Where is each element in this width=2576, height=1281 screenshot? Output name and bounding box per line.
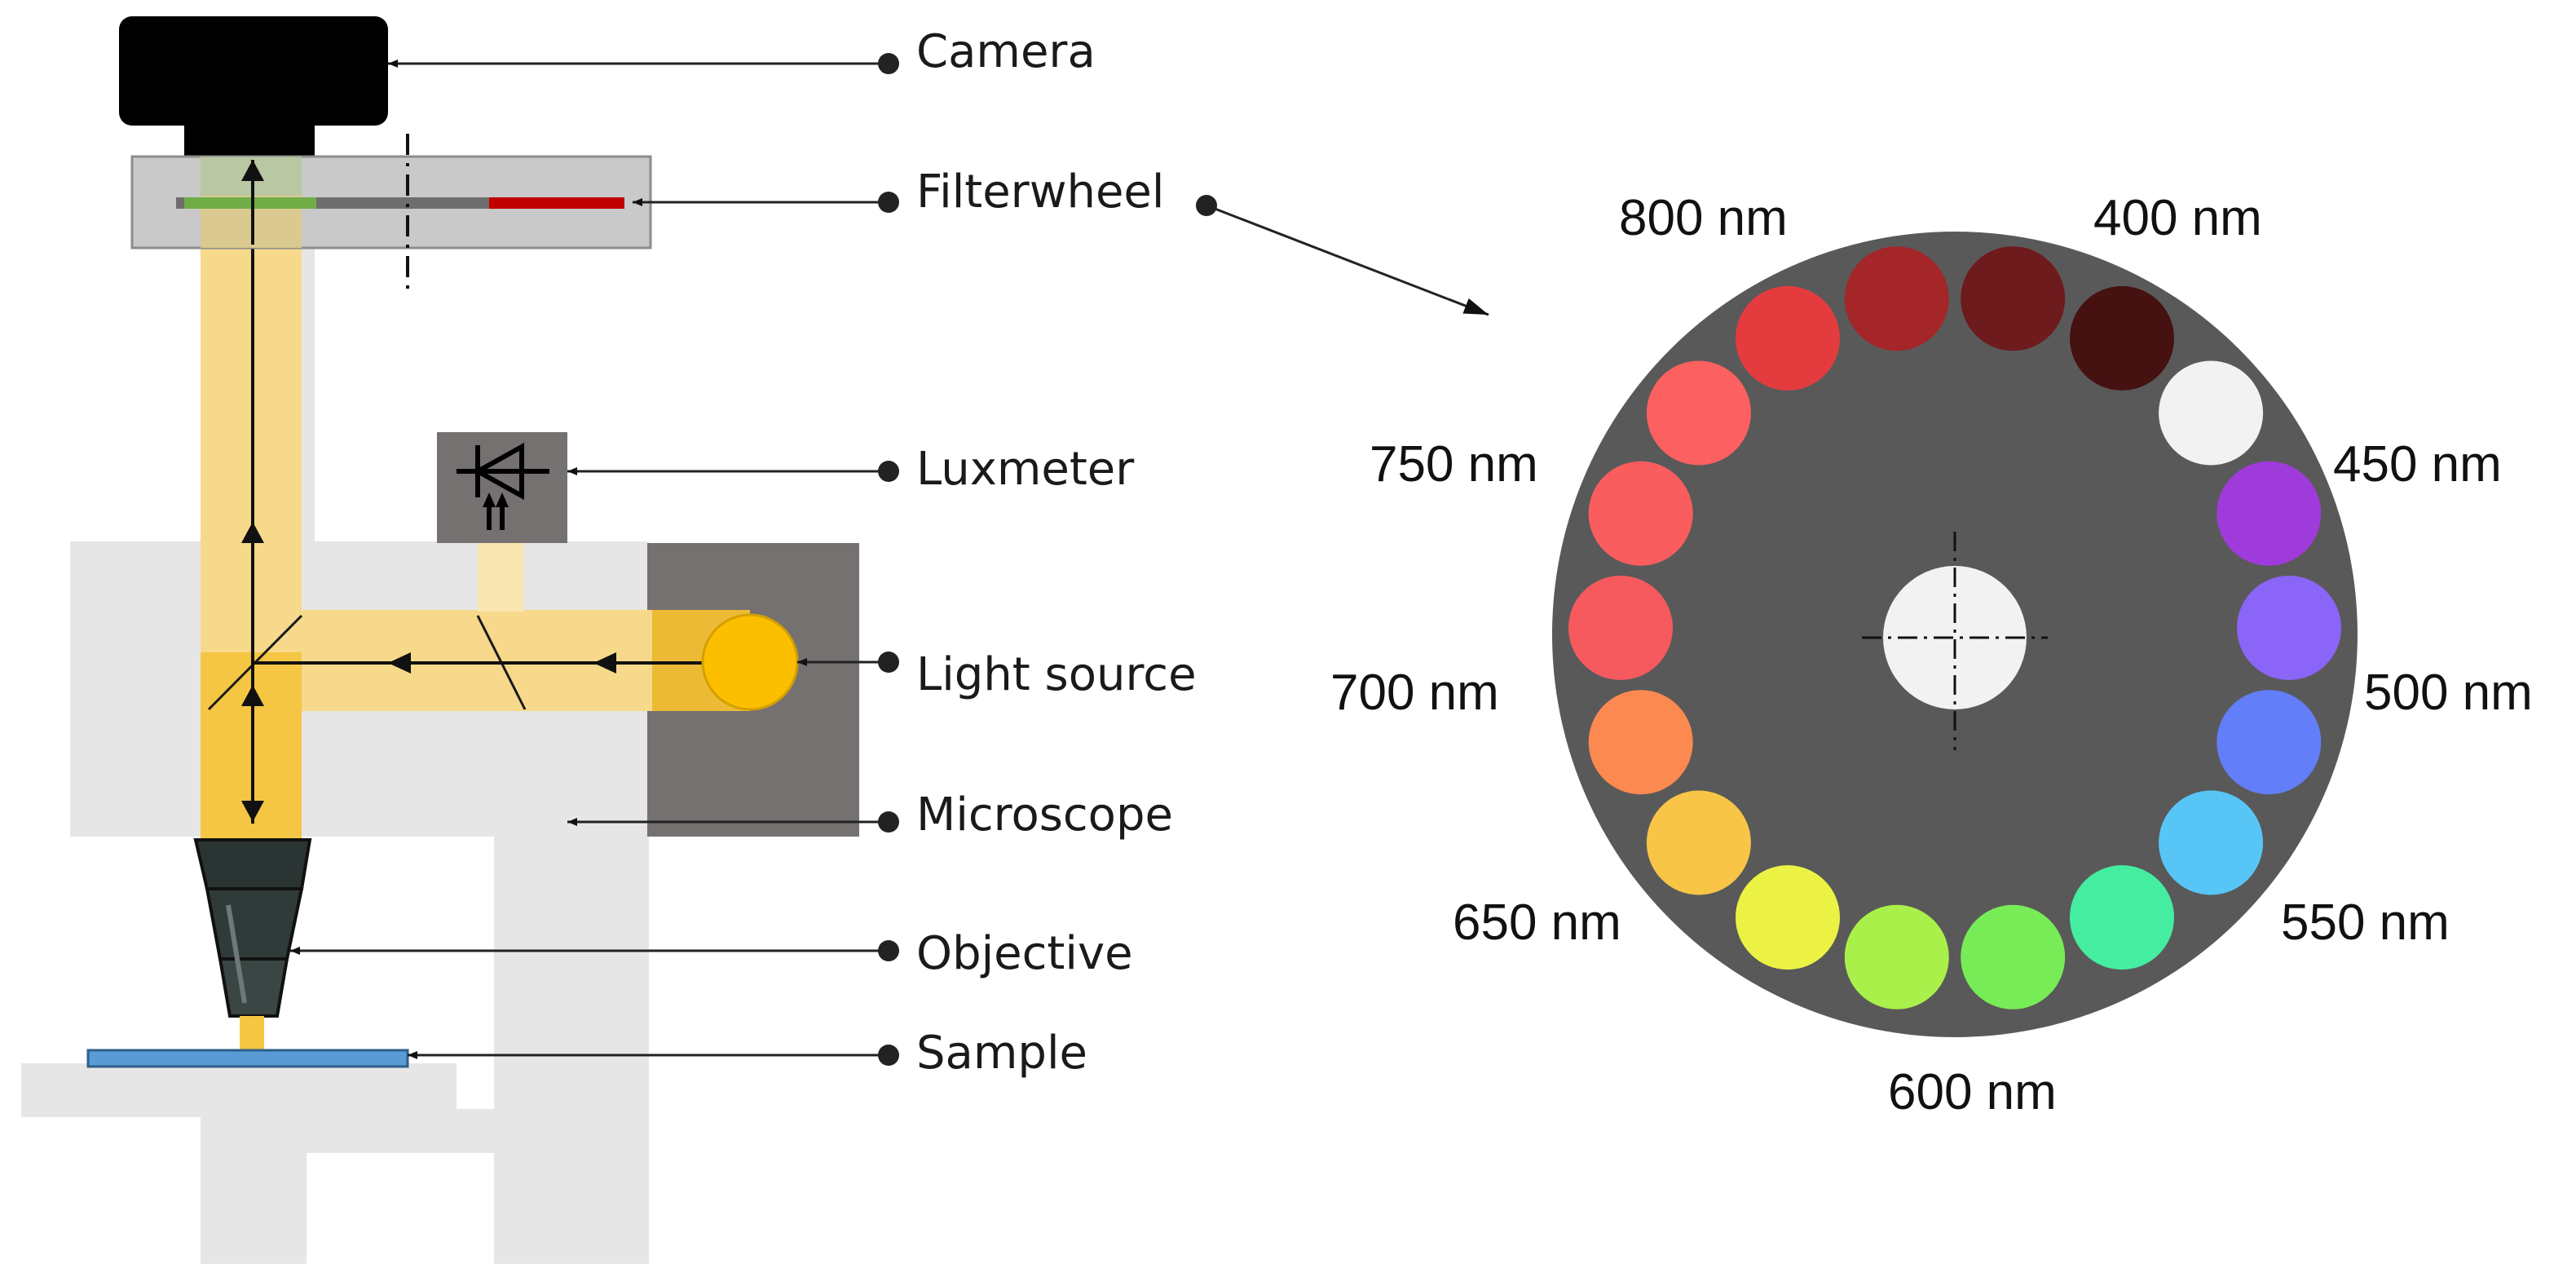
sample-slide bbox=[86, 1049, 409, 1068]
camera-body bbox=[119, 16, 388, 163]
filter-hole-14 bbox=[1736, 285, 1840, 391]
filter-hole-18 bbox=[2159, 360, 2264, 466]
filter-hole-6 bbox=[1961, 904, 2066, 1009]
light-source-lamp bbox=[701, 613, 799, 711]
filter-hole-17 bbox=[2070, 285, 2174, 391]
wavelength-label-600: 600 nm bbox=[1888, 1064, 2057, 1120]
wavelength-label-450: 450 nm bbox=[2333, 436, 2502, 493]
microscope-body bbox=[21, 236, 649, 1264]
filter-hole-2 bbox=[2237, 576, 2341, 680]
label-objective: Objective bbox=[916, 927, 1133, 980]
filter-hole-10 bbox=[1588, 690, 1693, 795]
label-camera: Camera bbox=[916, 25, 1096, 78]
wavelength-label-800: 800 nm bbox=[1619, 190, 1788, 246]
label-light-source: Light source bbox=[916, 648, 1197, 701]
filter-hole-5 bbox=[2070, 865, 2174, 970]
filter-hole-8 bbox=[1736, 865, 1840, 970]
filterwheel-housing bbox=[130, 134, 652, 289]
objective-lens bbox=[193, 838, 312, 1050]
filter-hole-16 bbox=[1961, 246, 2066, 351]
wavelength-label-550: 550 nm bbox=[2281, 894, 2450, 951]
light-path bbox=[201, 160, 750, 840]
filter-hole-1 bbox=[2217, 461, 2322, 566]
wavelength-label-400: 400 nm bbox=[2093, 190, 2262, 246]
label-luxmeter: Luxmeter bbox=[916, 443, 1135, 496]
wavelength-label-700: 700 nm bbox=[1330, 665, 1499, 721]
filter-hole-15 bbox=[1844, 246, 1949, 351]
filter-hole-7 bbox=[1844, 904, 1949, 1009]
wavelength-label-500: 500 nm bbox=[2364, 665, 2533, 721]
photodiode-icon bbox=[457, 442, 549, 530]
label-microscope: Microscope bbox=[916, 788, 1173, 841]
filter-hole-13 bbox=[1646, 360, 1751, 466]
filter-hole-12 bbox=[1588, 461, 1693, 566]
filter-wheel bbox=[1552, 232, 2358, 1037]
filter-hole-4 bbox=[2159, 790, 2264, 895]
wheel-hub bbox=[1883, 566, 2027, 709]
filter-hole-3 bbox=[2217, 690, 2322, 795]
callouts bbox=[290, 53, 1489, 1066]
wavelength-label-750: 750 nm bbox=[1370, 436, 1538, 493]
filter-hole-11 bbox=[1568, 576, 1673, 680]
label-filterwheel: Filterwheel bbox=[916, 166, 1164, 219]
luxmeter-box bbox=[437, 432, 567, 543]
filter-hole-9 bbox=[1646, 790, 1751, 895]
wavelength-label-650: 650 nm bbox=[1453, 894, 1621, 951]
label-sample: Sample bbox=[916, 1027, 1087, 1080]
